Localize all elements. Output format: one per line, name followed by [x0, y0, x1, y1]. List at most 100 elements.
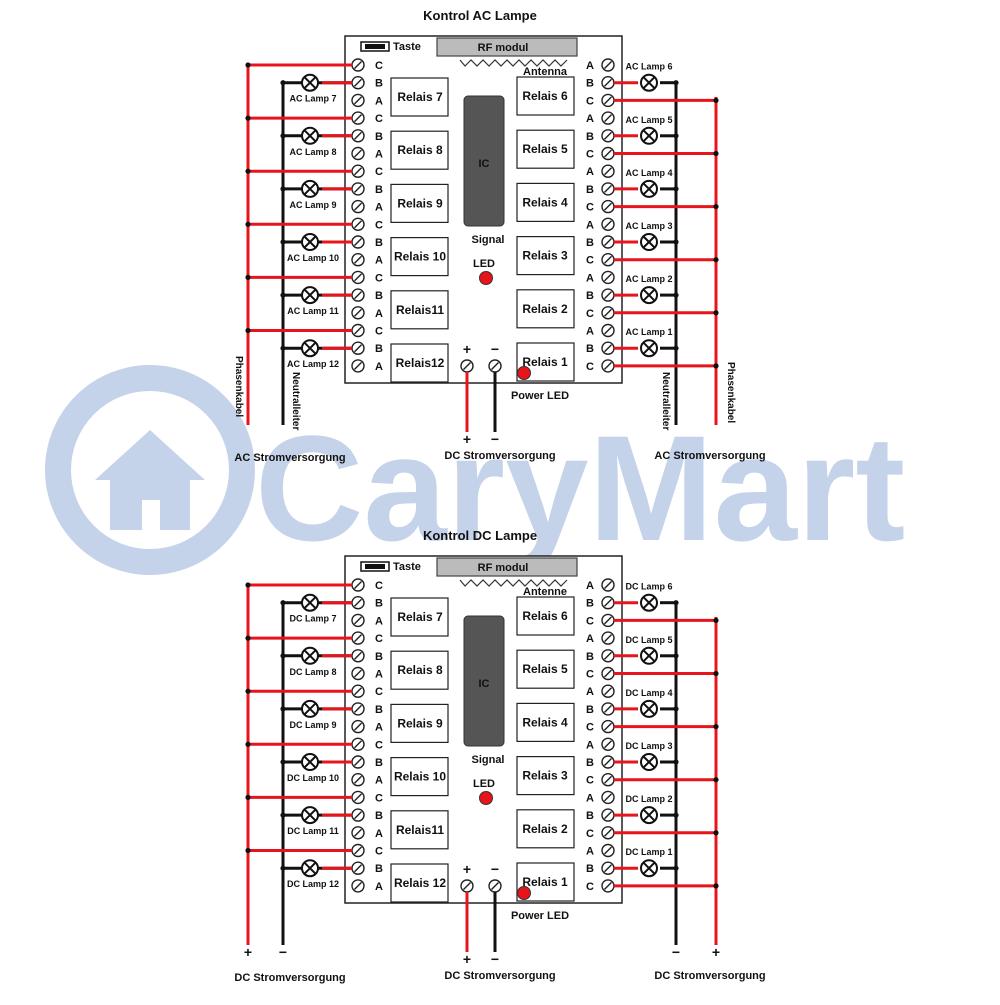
left-lamp-icon [301, 699, 319, 718]
left-supply-label: DC Stromversorgung [234, 972, 345, 984]
left-terminal-letter: A [375, 722, 383, 734]
screw-slot [354, 740, 362, 749]
screw-slot [604, 220, 612, 229]
relay-label: Relais 2 [522, 302, 568, 316]
right-terminal-letter: A [586, 633, 594, 645]
right-supply-label: AC Stromversorgung [654, 450, 765, 462]
left-terminal [351, 146, 365, 161]
screw-slot [604, 758, 612, 766]
lamp-cross-b [303, 129, 317, 143]
screw-slot [491, 882, 499, 890]
screw-slot [354, 273, 362, 282]
lamp-cross-b [303, 288, 317, 302]
right-terminal-letter: C [586, 202, 594, 214]
left-terminal [351, 93, 365, 108]
left-terminal-letter: C [375, 272, 383, 284]
right-terminal-letter: C [586, 308, 594, 320]
screw-slot [463, 362, 471, 370]
screw-slot [604, 881, 612, 890]
screw-slot [354, 775, 362, 784]
right-terminal [601, 666, 615, 681]
left-neutral-junction [280, 133, 286, 139]
right-lamp-icon [640, 126, 658, 145]
right-lamp-label: DC Lamp 6 [625, 582, 672, 592]
left-terminal-letter: C [375, 113, 383, 125]
left-terminal [351, 253, 365, 267]
right-lamp-label: AC Lamp 2 [625, 274, 672, 284]
screw-slot [354, 291, 362, 300]
left-lamp-icon [301, 806, 319, 825]
relay-label: Relais 9 [397, 196, 443, 210]
screw-slot [354, 722, 362, 731]
antenna-label: Antenna [523, 66, 568, 78]
screw-slot [354, 758, 362, 766]
right-terminal-letter: A [586, 686, 594, 698]
screw-slot [354, 61, 362, 69]
lamp-cross-b [303, 182, 317, 196]
relay-label: Relais 4 [522, 715, 568, 729]
right-lamp-label: AC Lamp 1 [625, 327, 672, 337]
ic-label: IC [479, 158, 490, 170]
left-phase-junction [245, 168, 251, 174]
relay-box [516, 129, 575, 169]
right-terminal [601, 217, 615, 232]
right-phase-junction [713, 363, 719, 369]
lamp-cross-b [642, 235, 656, 249]
relay-label: Relais 1 [522, 355, 568, 369]
left-neutral-junction [280, 865, 286, 871]
lamp-cross-b [303, 861, 317, 875]
left-terminal [351, 861, 365, 875]
screw-slot [354, 255, 362, 264]
left-neutral-junction [280, 653, 286, 659]
left-lamp-icon [301, 179, 319, 198]
lamp-cross-b [303, 235, 317, 249]
right-terminal-letter: A [586, 580, 594, 592]
left-lamp-icon [301, 859, 319, 878]
rf-module [436, 37, 578, 57]
lamp-cross-b [642, 129, 656, 143]
power-plus-sign: + [463, 861, 471, 877]
left-terminal-letter: B [375, 863, 383, 875]
left-terminal-letter: B [375, 343, 383, 355]
left-terminal [351, 755, 365, 769]
left-terminal-letter: A [375, 775, 383, 787]
screw-slot [604, 669, 612, 678]
screw-slot [604, 344, 612, 353]
right-terminal [601, 58, 615, 72]
right-terminal-letter: B [586, 598, 594, 610]
right-phase-junction [713, 883, 719, 889]
right-terminal [601, 129, 615, 143]
screw-slot [354, 793, 362, 802]
relay-label: Relais 12 [394, 876, 446, 890]
watermark-text: CaryMart [255, 404, 905, 572]
left-terminal-letter: C [375, 846, 383, 858]
right-lamp-icon [640, 646, 658, 665]
left-neutral-junction [280, 186, 286, 192]
left-terminal [351, 649, 365, 663]
left-lamp-icon [301, 233, 319, 251]
right-terminal-letter: B [586, 237, 594, 249]
screw-slot [463, 882, 471, 890]
relay-label: Relais 8 [397, 143, 443, 157]
screw-slot [604, 255, 612, 264]
screw-slot [604, 149, 612, 158]
right-terminal [601, 323, 615, 338]
right-neutral-junction [673, 865, 679, 871]
power-plus-terminal [460, 879, 474, 893]
left-terminal [351, 631, 365, 645]
lamp-cross-b [303, 341, 317, 355]
right-terminal [601, 164, 615, 178]
left-terminal [351, 323, 365, 338]
screw-slot [604, 828, 612, 837]
screw-slot [604, 61, 612, 69]
relay-box [516, 182, 575, 222]
right-neutral-junction [673, 133, 679, 139]
left-neutral-junction [280, 706, 286, 712]
left-terminal-letter: A [375, 361, 383, 373]
left-terminal [351, 826, 365, 840]
watermark-house-icon [95, 430, 205, 530]
screw-slot [604, 775, 612, 784]
screw-slot [354, 96, 362, 105]
screw-slot [354, 811, 362, 820]
